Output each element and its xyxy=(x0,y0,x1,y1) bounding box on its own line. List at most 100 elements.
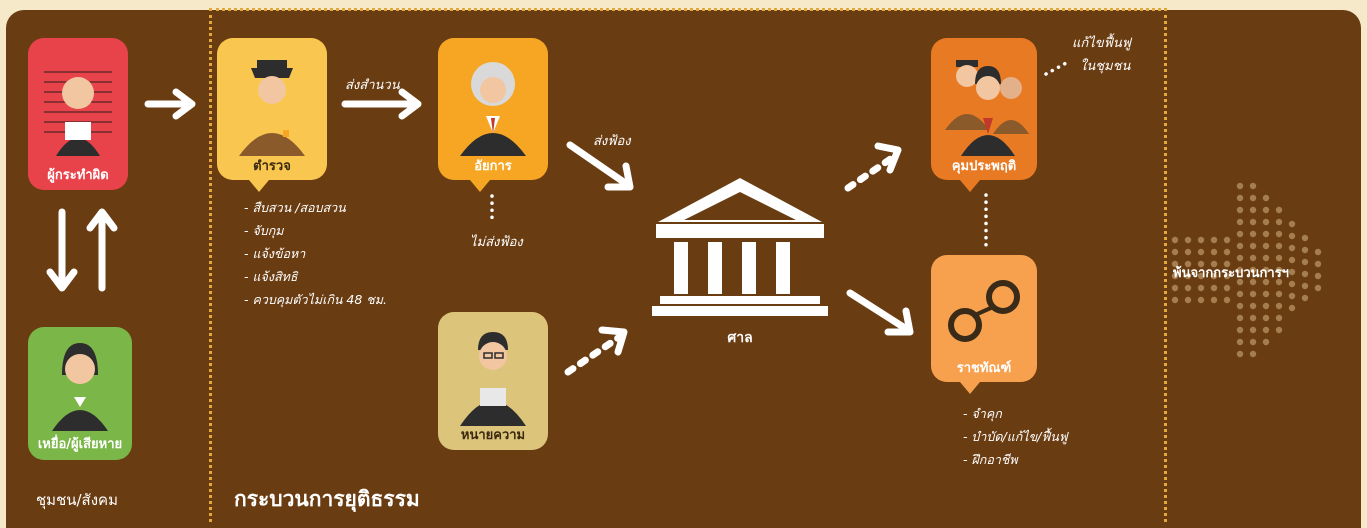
arrow-police-prosecutor xyxy=(341,88,422,120)
exit-arrow-dot xyxy=(1210,296,1218,304)
exit-arrow-dot xyxy=(1236,326,1244,334)
exit-arrow-dot xyxy=(1262,266,1270,274)
prosecutor-icon xyxy=(460,62,526,156)
exit-arrow-dot xyxy=(1275,266,1283,274)
exit-arrow-dot xyxy=(1171,236,1179,244)
exit-arrow-dot xyxy=(1249,314,1257,322)
exit-arrow-dot xyxy=(1171,296,1179,304)
corrections-task: - ฝึกอาชีพ xyxy=(963,452,1018,467)
exit-arrow-dot xyxy=(1249,254,1257,262)
exit-arrow-dot xyxy=(1275,206,1283,214)
exit-arrow-dot xyxy=(1288,292,1296,300)
lawyer-node: หนายความ xyxy=(438,312,548,450)
exit-arrow-dot xyxy=(1236,242,1244,250)
exit-arrow-dot xyxy=(1236,278,1244,286)
exit-arrow-dot xyxy=(1314,272,1322,280)
process-title: กระบวนการยุติธรรม xyxy=(234,487,420,511)
exit-arrow-dot xyxy=(1262,326,1270,334)
exit-arrow-dot xyxy=(1236,194,1244,202)
exit-arrow-dot xyxy=(1262,242,1270,250)
victim-label: เหยื่อ/ผู้เสียหาย xyxy=(37,437,123,452)
handcuffs-icon xyxy=(948,280,1020,342)
offender-icon xyxy=(44,71,112,156)
exit-arrow-dot xyxy=(1184,272,1192,280)
exit-arrow-dot xyxy=(1249,266,1257,274)
arrow-offender-police xyxy=(144,88,196,120)
exit-arrow-dot xyxy=(1197,284,1205,292)
exit-arrow-dot xyxy=(1171,272,1179,280)
exit-arrow-dot xyxy=(1223,260,1231,268)
exit-arrow-dot xyxy=(1184,236,1192,244)
prosecutor-node: อัยการ xyxy=(438,38,548,180)
exit-arrow-dot xyxy=(1262,314,1270,322)
exit-arrow-dots xyxy=(1171,182,1322,358)
victim-icon xyxy=(52,343,108,431)
community-label: ชุมชน/สังคม xyxy=(36,491,118,509)
exit-arrow-dot xyxy=(1301,246,1309,254)
exit-arrow-dot xyxy=(1288,232,1296,240)
exit-arrow-dot xyxy=(1223,248,1231,256)
rehab-label-line2: ในชุมชน xyxy=(1080,59,1131,74)
exit-arrow-dot xyxy=(1275,242,1283,250)
edge-label-prosecute: ส่งฟ้อง xyxy=(593,134,631,149)
exit-arrow-dot xyxy=(1262,194,1270,202)
exit-arrow-dot xyxy=(1301,294,1309,302)
exit-arrow-dot xyxy=(1301,270,1309,278)
exit-arrow-dot xyxy=(1236,218,1244,226)
exit-arrow-dot xyxy=(1262,278,1270,286)
exit-arrow-dot xyxy=(1171,284,1179,292)
exit-arrow-dot xyxy=(1236,254,1244,262)
exit-arrow-dot xyxy=(1301,234,1309,242)
corrections-task-list: - จำคุก - บำบัด/แก้ไข/ฟื้นฟู - ฝึกอาชีพ xyxy=(963,402,1068,471)
exit-arrow-dot xyxy=(1171,248,1179,256)
victim-node: เหยื่อ/ผู้เสียหาย xyxy=(28,327,132,460)
police-task: - แจ้งสิทธิ xyxy=(244,269,298,284)
edge-label-send-summary: ส่งสำนวน xyxy=(345,78,400,93)
police-label: ตำรวจ xyxy=(253,159,291,174)
probation-label: คุมประพฤติ xyxy=(951,159,1017,174)
exit-arrow-dot xyxy=(1249,302,1257,310)
exit-arrow-dot xyxy=(1184,260,1192,268)
lawyer-label: หนายความ xyxy=(460,428,526,443)
exit-arrow-dot xyxy=(1275,230,1283,238)
exit-arrow-dot xyxy=(1262,290,1270,298)
exit-arrow-dot xyxy=(1236,206,1244,214)
exit-arrow-dot xyxy=(1223,284,1231,292)
probation-node: คุมประพฤติ xyxy=(931,38,1037,180)
dotted-line-rehab xyxy=(1044,60,1070,76)
rehab-label-line1: แก้ไขฟื้นฟู xyxy=(1072,36,1131,51)
exit-arrow-dot xyxy=(1275,302,1283,310)
offender-node: ผู้กระทำผิด xyxy=(28,38,128,190)
arrow-victim-offender-down xyxy=(46,208,78,292)
court-building-icon xyxy=(652,178,828,316)
exit-arrow-dot xyxy=(1249,242,1257,250)
police-task: - สืบสวน /สอบสวน xyxy=(244,200,346,215)
exit-arrow-dot xyxy=(1236,182,1244,190)
arrow-prosecutor-court xyxy=(566,141,634,191)
corrections-task: - จำคุก xyxy=(963,406,1002,421)
police-officer-icon xyxy=(239,60,305,156)
exit-arrow-dot xyxy=(1249,278,1257,286)
police-task: - ควบคุมตัวไม่เกิน 48 ชม. xyxy=(244,292,387,307)
exit-arrow-dot xyxy=(1249,338,1257,346)
exit-arrow-dot xyxy=(1236,350,1244,358)
offender-label: ผู้กระทำผิด xyxy=(47,168,109,183)
exit-arrow-dot xyxy=(1249,290,1257,298)
exit-arrow-dot xyxy=(1314,248,1322,256)
prosecutor-label: อัยการ xyxy=(474,159,512,174)
exit-arrow-dot xyxy=(1210,284,1218,292)
exit-arrow-dot xyxy=(1249,350,1257,358)
probation-pointer xyxy=(960,180,980,192)
exit-arrow-dot xyxy=(1236,230,1244,238)
police-task: - จับกุม xyxy=(244,223,284,238)
exit-arrow-dot xyxy=(1314,260,1322,268)
corrections-pointer xyxy=(960,382,980,394)
exit-arrow-dot xyxy=(1236,302,1244,310)
exit-arrow-dot xyxy=(1210,272,1218,280)
exit-arrow-dot xyxy=(1301,282,1309,290)
exit-arrow-dot xyxy=(1249,206,1257,214)
police-task-list: - สืบสวน /สอบสวน - จับกุม - แจ้งข้อหา - … xyxy=(244,196,387,311)
exit-arrow-dot xyxy=(1249,218,1257,226)
exit-arrow-dot xyxy=(1301,258,1309,266)
